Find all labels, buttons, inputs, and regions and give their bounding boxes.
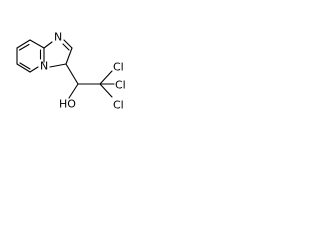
bond-ccl3-cl-bottom [99, 83, 113, 98]
pyridine-ring [16, 39, 45, 73]
bond-c2-c3 [65, 47, 73, 65]
bond-c8a-c8 [29, 39, 45, 49]
side-chain [65, 63, 115, 99]
atom-label-n-bridge: N [40, 60, 48, 73]
atom-label-cl-top: Cl [113, 61, 124, 74]
imidazole-ring [43, 39, 73, 68]
bond-c6-c5-double [19, 62, 31, 70]
bond-choh-oh [68, 83, 79, 99]
bond-ccl3-cl-top [99, 70, 113, 85]
atom-label-cl-bottom: Cl [113, 99, 124, 112]
bond-n1-c2-double [62, 43, 70, 51]
bond-c8-c7 [16, 39, 31, 49]
atom-label-cl-right: Cl [115, 79, 126, 92]
bond-c8a-n1 [43, 41, 53, 49]
molecule-structure: N N HO Cl Cl Cl [16, 31, 126, 112]
bond-c5-n4 [29, 66, 39, 73]
bond-c6-c5 [16, 63, 31, 73]
bond-c3-n4 [49, 63, 67, 68]
atom-label-hydroxyl: HO [59, 98, 76, 111]
bond-c3-choh [65, 63, 79, 85]
bond-c8-c7-double [18, 43, 30, 51]
bond-n1-c2 [63, 39, 73, 49]
atom-label-n-imidazole: N [54, 31, 62, 44]
